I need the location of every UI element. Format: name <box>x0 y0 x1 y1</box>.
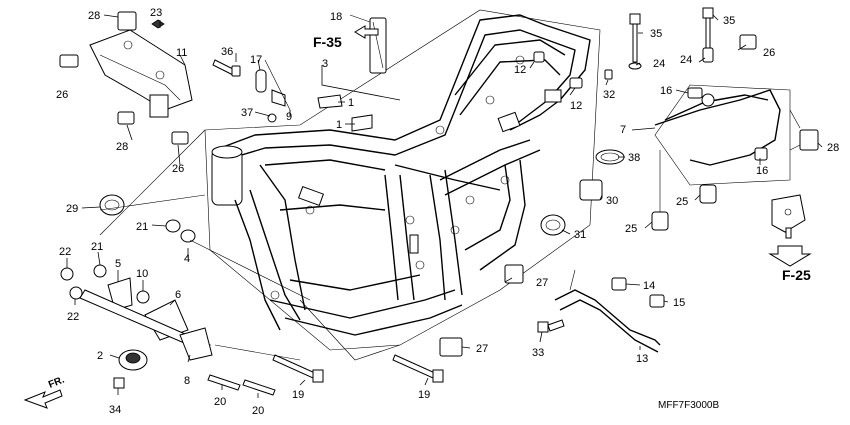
callout-23: 23 <box>150 7 162 19</box>
callout-9: 9 <box>286 111 292 123</box>
callout-34: 34 <box>109 404 121 416</box>
rubber-cushions <box>317 94 373 132</box>
upper-mount-hardware <box>212 59 291 123</box>
callout-20-right: 20 <box>252 405 264 417</box>
callout-3: 3 <box>322 58 328 70</box>
f25-bracket-detail <box>768 194 812 267</box>
callout-22-upper: 22 <box>59 246 71 258</box>
front-direction-arrow <box>23 389 63 409</box>
callout-17: 17 <box>250 54 262 66</box>
callout-24-left: 24 <box>653 58 665 70</box>
callout-1-lower: 1 <box>336 119 342 131</box>
callout-27-lower: 27 <box>476 343 488 355</box>
callout-37: 37 <box>241 107 253 119</box>
callout-22-lower: 22 <box>67 311 79 323</box>
callout-30: 30 <box>606 195 618 207</box>
callout-7: 7 <box>620 124 626 136</box>
callout-5: 5 <box>115 258 121 270</box>
callout-33: 33 <box>532 347 544 359</box>
callout-15: 15 <box>673 297 685 309</box>
callout-28-right: 28 <box>827 142 839 154</box>
callout-26-lower: 26 <box>172 163 184 175</box>
leader-lines <box>66 14 823 398</box>
f35-arrow <box>354 25 379 39</box>
callout-12-right: 12 <box>570 100 582 112</box>
callout-31: 31 <box>574 229 586 241</box>
callout-24-right: 24 <box>680 54 692 66</box>
callout-36: 36 <box>221 46 233 58</box>
callout-35-right: 35 <box>723 15 735 27</box>
callout-20-left: 20 <box>214 396 226 408</box>
callout-19-right: 19 <box>418 389 430 401</box>
ref-f35: F-35 <box>313 34 342 50</box>
subframe-group-outline <box>654 84 791 186</box>
rear-subframe <box>654 34 819 166</box>
callout-27-upper: 27 <box>536 277 548 289</box>
side-stand-bracket <box>537 269 665 353</box>
callout-12-left: 12 <box>514 64 526 76</box>
front-label: FR. <box>47 374 66 390</box>
callout-6: 6 <box>175 289 181 301</box>
callout-28: 28 <box>88 10 100 22</box>
callout-11: 11 <box>176 47 187 59</box>
callout-28-lower: 28 <box>116 141 128 153</box>
callout-1-upper: 1 <box>348 97 354 109</box>
callout-labels: 28 23 11 26 36 17 37 9 28 26 18 3 1 1 12… <box>56 7 839 417</box>
main-frame <box>211 14 591 336</box>
callout-16-lower: 16 <box>756 165 768 177</box>
callout-14: 14 <box>643 280 655 292</box>
callout-19-left: 19 <box>292 389 304 401</box>
callout-18: 18 <box>330 11 342 23</box>
callout-2: 2 <box>97 350 103 362</box>
lower-engine-mount-parts <box>60 129 444 396</box>
callout-32: 32 <box>603 89 615 101</box>
callout-25-upper: 25 <box>676 196 688 208</box>
callout-25-lower: 25 <box>625 223 637 235</box>
callout-35-left: 35 <box>650 28 662 40</box>
callout-10: 10 <box>136 268 148 280</box>
clamps <box>99 51 625 236</box>
callout-38: 38 <box>628 152 640 164</box>
callout-26: 26 <box>56 89 68 101</box>
callout-4: 4 <box>184 253 190 265</box>
rear-upper-bolts <box>628 7 714 70</box>
bracket-18 <box>349 14 387 74</box>
callout-21-upper: 21 <box>136 221 148 233</box>
callout-26-right: 26 <box>763 47 775 59</box>
ref-f25: F-25 <box>782 267 811 283</box>
callout-21-lower: 21 <box>91 241 103 253</box>
diagram-code: MFF7F3000B <box>658 400 719 411</box>
callout-16-upper: 16 <box>660 85 672 97</box>
callout-13: 13 <box>636 353 648 365</box>
seat-rail-group-outline <box>299 299 401 361</box>
rubber-mounts <box>651 150 717 231</box>
engine-hanger-bracket <box>59 11 193 145</box>
callout-8: 8 <box>184 375 190 387</box>
callout-29: 29 <box>66 203 78 215</box>
